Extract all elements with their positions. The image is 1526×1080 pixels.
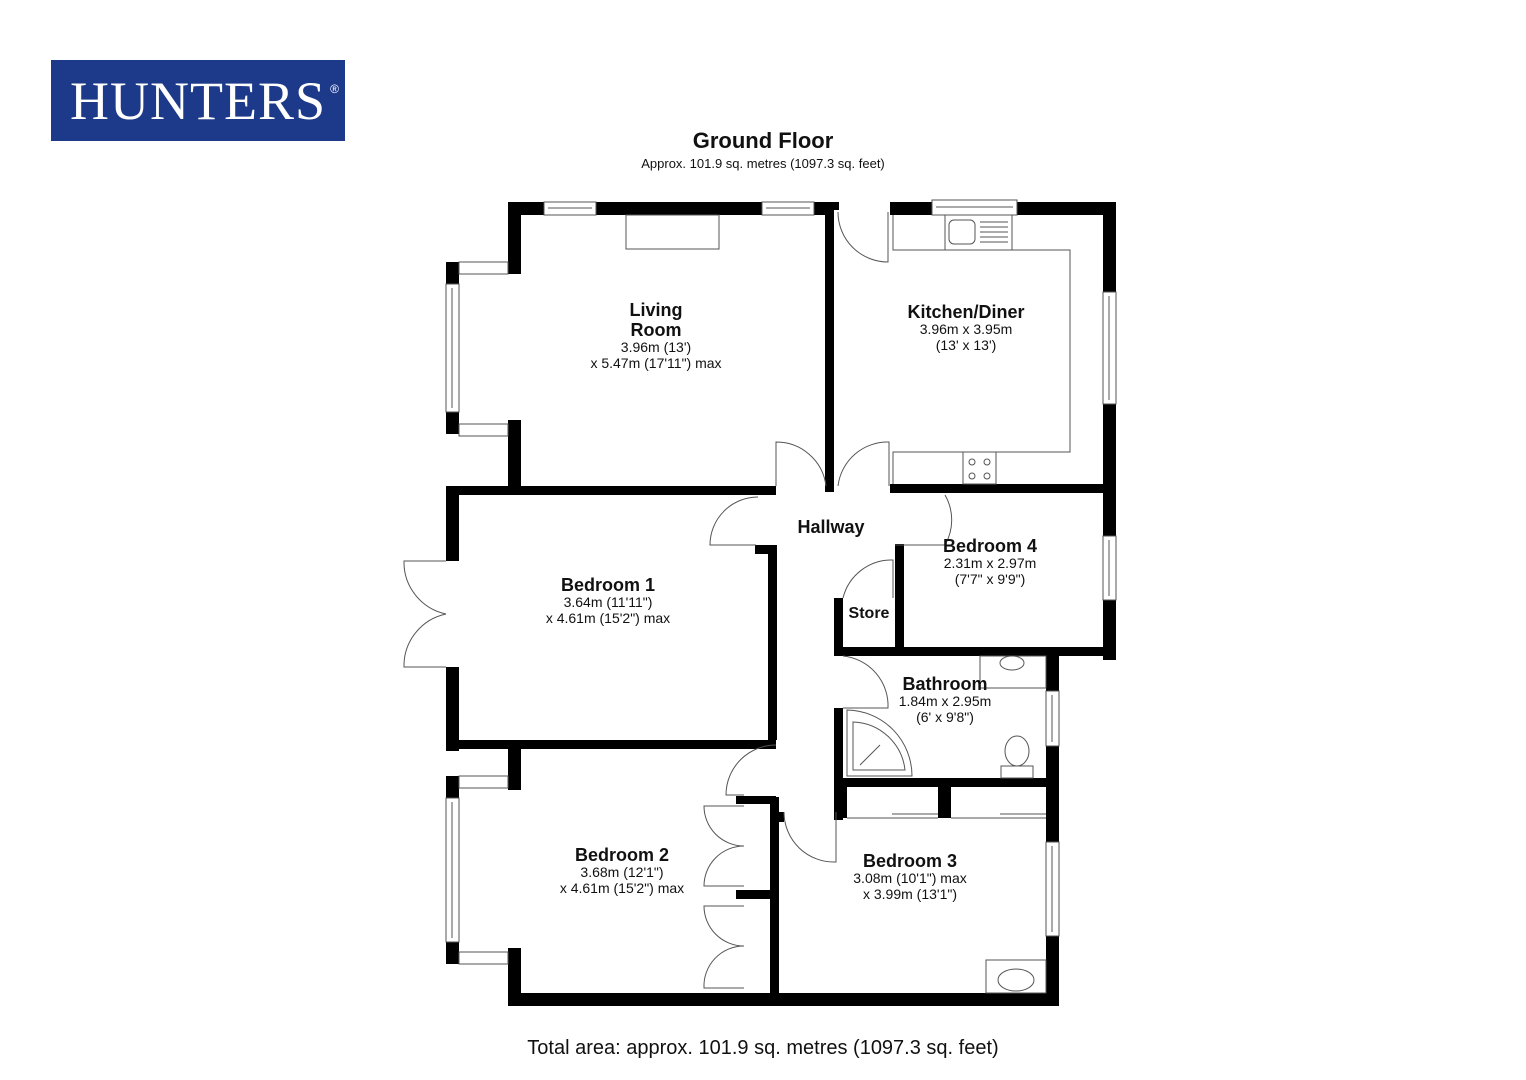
room-dimension: x 3.99m (13'1") [862,885,957,902]
room-name: Bathroom [902,674,988,694]
room-dimension: 3.68m (12'1") [580,864,664,881]
floor-title: Ground Floor [692,128,834,153]
windows [445,199,1117,965]
room-bedroom-4: Bedroom 4 2.31m x 2.97m (7'7" x 9'9") [943,536,1037,588]
room-dimension: x 5.47m (17'11") max [590,354,722,371]
room-bathroom: Bathroom 1.84m x 2.95m (6' x 9'8") [899,674,992,726]
room-dimension: x 4.61m (15'2") max [559,879,685,896]
room-bedroom-1: Bedroom 1 3.64m (11'11") x 4.61m (15'2")… [546,575,670,627]
room-dimension: (13' x 13') [935,336,997,353]
room-dimension: 1.84m x 2.95m [898,693,992,710]
hunters-logo: HUNTERS ® [51,60,345,141]
walls [446,202,1116,1006]
room-name: Room [630,320,682,341]
fixtures [625,214,1071,994]
floor-area: Approx. 101.9 sq. metres (1097.3 sq. fee… [641,156,885,171]
room-bedroom-2: Bedroom 2 3.68m (12'1") x 4.61m (15'2") … [560,845,684,897]
room-name: Bedroom 4 [942,536,1038,556]
room-hallway: Hallway [797,517,864,537]
room-name: Bedroom 3 [862,851,958,871]
room-name: Bedroom 1 [560,575,656,595]
room-living-room: Living Room 3.96m (13') x 5.47m (17'11")… [590,300,721,372]
room-name: Hallway [797,517,865,537]
room-store: Store [849,605,890,623]
room-dimension: (6' x 9'8") [916,708,974,725]
room-dimension: 2.31m x 2.97m [943,555,1037,572]
room-name: Living [629,300,683,320]
room-dimension: 3.08m (10'1") max [853,870,967,887]
registered-mark: ® [330,82,339,96]
room-bedroom-3: Bedroom 3 3.08m (10'1") max x 3.99m (13'… [853,851,966,903]
room-dimension: 3.64m (11'11") [563,594,653,611]
room-kitchen-diner: Kitchen/Diner 3.96m x 3.95m (13' x 13') [907,302,1024,354]
door-swings [403,211,1046,989]
room-dimension: 3.96m x 3.95m [919,321,1013,338]
room-name: Kitchen/Diner [907,302,1025,322]
room-dimension: 3.96m (13') [620,339,692,356]
room-name: Store [848,605,890,622]
logo-wordmark: HUNTERS [69,70,326,131]
room-dimension: (7'7" x 9'9") [954,570,1026,587]
room-dimension: x 4.61m (15'2") max [545,609,671,626]
room-name: Bedroom 2 [574,845,670,865]
total-area: Total area: approx. 101.9 sq. metres (10… [527,1037,999,1059]
